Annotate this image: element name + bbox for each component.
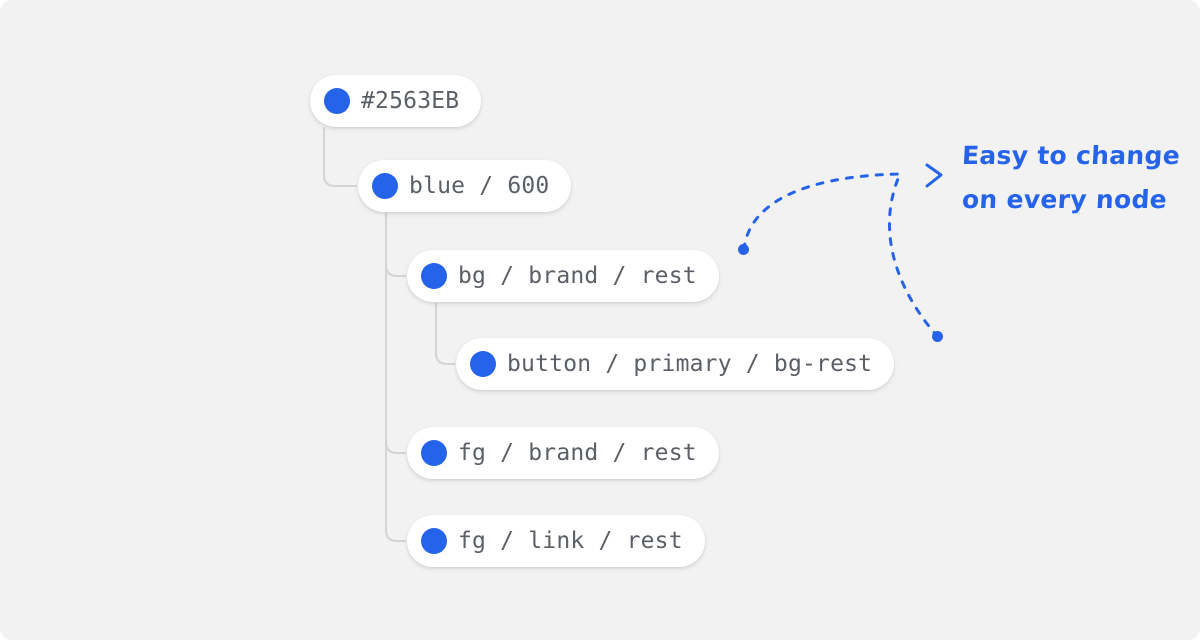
connector-blue600-to-fg-brand	[385, 213, 406, 454]
annotation-text: Easy to change on every node	[961, 134, 1192, 222]
callout-curve-from-button-primary	[888, 172, 940, 339]
connector-blue600-to-bg-brand	[385, 213, 406, 277]
connector-bg-brand-to-button-primary	[435, 303, 455, 365]
tree-node-fg-brand-rest[interactable]: fg / brand / rest	[407, 427, 719, 479]
tree-node-label: fg / brand / rest	[458, 439, 697, 466]
color-swatch-icon	[421, 263, 447, 289]
connector-blue600-to-fg-link	[385, 213, 406, 542]
connector-root-to-blue600	[323, 127, 357, 187]
tree-node-label: blue / 600	[409, 172, 550, 199]
tree-node-bg-brand-rest[interactable]: bg / brand / rest	[407, 250, 719, 302]
callout-anchor-dot	[932, 331, 943, 342]
callout-curve-from-bg-brand	[742, 172, 902, 252]
tree-node-hex-value[interactable]: #2563EB	[310, 75, 482, 127]
tree-node-button-primary-bg-rest[interactable]: button / primary / bg-rest	[456, 338, 895, 390]
annotation-text-line-2: on every node	[961, 185, 1168, 214]
tree-node-label: fg / link / rest	[458, 527, 683, 554]
color-swatch-icon	[372, 173, 398, 199]
callout-anchor-dot	[738, 244, 749, 255]
annotation-text-line-1: Easy to change	[961, 141, 1181, 170]
tree-node-fg-link-rest[interactable]: fg / link / rest	[407, 515, 705, 567]
arrow-right-icon	[925, 163, 943, 188]
tree-node-label: #2563EB	[361, 87, 460, 114]
tree-node-blue-600[interactable]: blue / 600	[358, 160, 572, 212]
tree-node-label: button / primary / bg-rest	[507, 350, 873, 377]
color-swatch-icon	[421, 528, 447, 554]
color-swatch-icon	[421, 440, 447, 466]
tree-node-label: bg / brand / rest	[458, 262, 697, 289]
color-swatch-icon	[470, 351, 496, 377]
color-swatch-icon	[324, 88, 350, 114]
